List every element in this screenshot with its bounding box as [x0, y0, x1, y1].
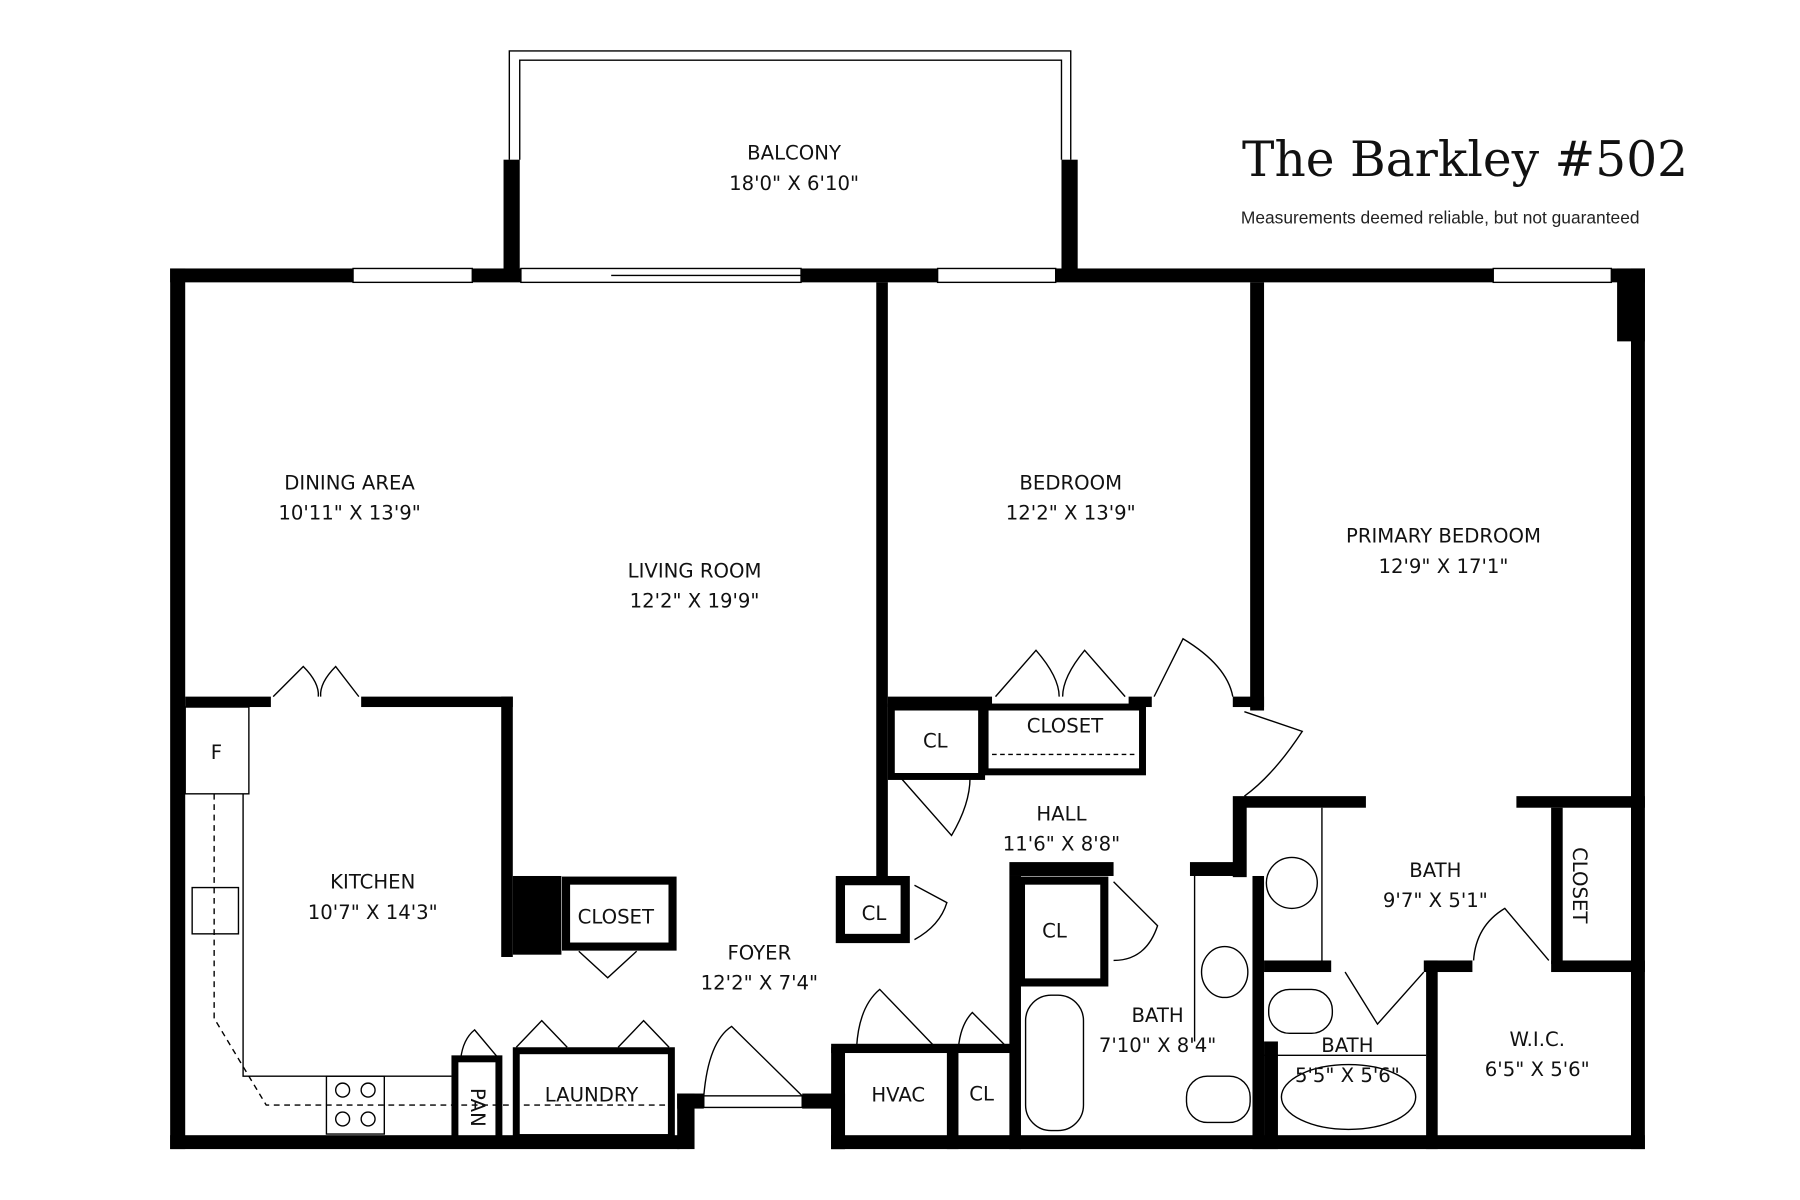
room-name: DINING AREA — [284, 471, 415, 494]
bedroom-closet-label: CLOSET — [1027, 715, 1104, 738]
stove-icon — [325, 1075, 386, 1135]
room-size: 9'7" X 5'1" — [1383, 889, 1488, 912]
toilet-icon — [1185, 1075, 1251, 1124]
room-name: BATH — [1409, 859, 1461, 882]
room-bedroom: BEDROOM 12'2" X 13'9" — [1006, 471, 1136, 524]
room-kitchen: KITCHEN 10'7" X 14'3" — [308, 871, 438, 924]
hvac-cl-label: CL — [969, 1082, 994, 1105]
room-name: LIVING ROOM — [628, 559, 762, 582]
foyer-closet-label: CLOSET — [578, 905, 655, 928]
hall-cl-label: CL — [923, 730, 948, 753]
room-size: 12'2" X 7'4" — [701, 971, 818, 994]
bathtub-icon — [1024, 994, 1085, 1132]
room-size: 7'10" X 8'4" — [1099, 1034, 1216, 1057]
toilet-icon — [1267, 988, 1334, 1035]
pantry-label: PAN — [466, 1088, 489, 1127]
room-small-bath: BATH 5'5" X 5'6" — [1295, 1034, 1400, 1087]
room-living-room: LIVING ROOM 12'2" X 19'9" — [628, 559, 762, 612]
room-size: 5'5" X 5'6" — [1295, 1064, 1400, 1087]
primary-closet-label: CLOSET — [1568, 847, 1591, 924]
interior-walls — [184, 282, 1645, 1150]
room-balcony: BALCONY 18'0" X 6'10" — [729, 142, 859, 195]
room-size: 12'2" X 13'9" — [1006, 502, 1136, 525]
fridge-label: F — [211, 741, 222, 764]
room-primary-bath: BATH 9'7" X 5'1" — [1383, 859, 1488, 912]
room-size: 6'5" X 5'6" — [1485, 1058, 1590, 1081]
room-primary-bedroom: PRIMARY BEDROOM 12'9" X 17'1" — [1346, 525, 1541, 578]
room-wic: W.I.C. 6'5" X 5'6" — [1485, 1028, 1590, 1081]
room-name: KITCHEN — [330, 871, 415, 894]
room-hall: HALL 11'6" X 8'8" — [1003, 802, 1120, 855]
room-name: BEDROOM — [1019, 471, 1122, 494]
room-name: HALL — [1036, 802, 1086, 825]
room-foyer: FOYER 12'2" X 7'4" — [701, 941, 818, 994]
disclaimer: Measurements deemed reliable, but not gu… — [1241, 207, 1640, 227]
foyer-cl-label: CL — [862, 902, 887, 925]
room-size: 10'11" X 13'9" — [278, 502, 420, 525]
room-size: 12'9" X 17'1" — [1379, 555, 1509, 578]
bath-cl-label: CL — [1042, 919, 1067, 942]
room-name: PRIMARY BEDROOM — [1346, 525, 1541, 548]
balcony-railing — [503, 50, 1078, 276]
sink-icon — [1265, 856, 1318, 910]
room-size: 18'0" X 6'10" — [729, 172, 859, 195]
laundry-label: LAUNDRY — [545, 1084, 639, 1107]
room-size: 12'2" X 19'9" — [630, 590, 760, 613]
hvac-label: HVAC — [871, 1084, 925, 1107]
room-size: 10'7" X 14'3" — [308, 901, 438, 924]
room-size: 11'6" X 8'8" — [1003, 833, 1120, 856]
room-name: W.I.C. — [1510, 1028, 1565, 1051]
kitchen-sink-icon — [191, 886, 240, 935]
room-name: FOYER — [727, 941, 791, 964]
room-dining-area: DINING AREA 10'11" X 13'9" — [278, 471, 420, 524]
bathtub-icon — [1280, 1063, 1417, 1131]
room-name: BATH — [1321, 1034, 1373, 1057]
doors — [272, 637, 1550, 1097]
sink-icon — [1200, 945, 1249, 999]
room-name: BALCONY — [747, 142, 842, 165]
fixtures — [191, 807, 1427, 1135]
plan-title: The Barkley #502 — [1242, 132, 1688, 188]
room-name: BATH — [1131, 1004, 1183, 1027]
windows — [352, 267, 1613, 1109]
exterior-walls — [170, 268, 1645, 1150]
room-hall-bath: BATH 7'10" X 8'4" — [1099, 1004, 1216, 1057]
